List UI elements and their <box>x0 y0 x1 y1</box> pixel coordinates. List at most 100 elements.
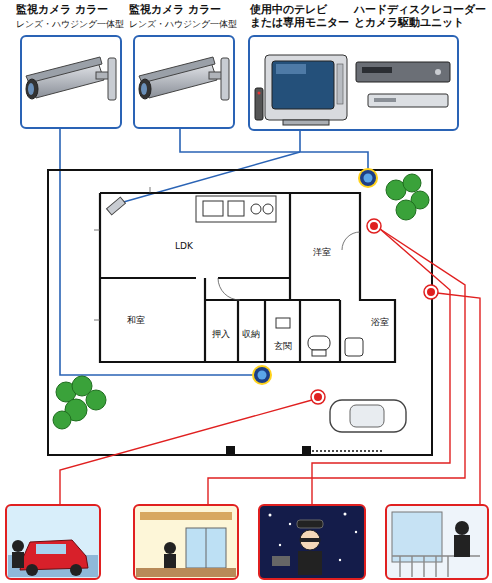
box-frame <box>20 35 122 129</box>
drawing-part <box>276 318 290 328</box>
drawing-part <box>356 62 450 82</box>
room-label: 和室 <box>127 315 145 326</box>
drawing-part <box>12 540 24 552</box>
drawing-part <box>26 57 116 100</box>
drawing-part <box>392 512 442 562</box>
drawing-part <box>330 400 406 432</box>
drawing-part <box>368 94 448 107</box>
drawing-part <box>60 128 254 375</box>
drawing-part <box>435 69 441 75</box>
drawing-part <box>339 300 341 362</box>
drawing-part <box>263 204 273 214</box>
drawing-group <box>60 229 480 505</box>
drawing-part <box>308 336 330 350</box>
drawing-part <box>339 559 341 561</box>
drawing-part <box>337 64 343 104</box>
drawing-part <box>252 365 272 385</box>
drawing-part <box>86 390 106 410</box>
drawing-part <box>150 187 151 193</box>
drawing-part <box>358 168 378 188</box>
drawing-part <box>300 538 320 542</box>
drawing-group <box>311 219 438 404</box>
box-heading: 監視カメラ カラー <box>129 3 247 16</box>
drawing-part <box>435 556 436 577</box>
drawing-group <box>53 174 429 429</box>
drawing-part <box>258 92 261 95</box>
drawing-part <box>360 170 376 186</box>
drawing-part <box>299 300 301 362</box>
box-subheading: ハードディスクレコーダー とカメラ駆動ユニット <box>354 3 488 29</box>
drawing-part <box>255 88 263 120</box>
drawing-part <box>107 197 126 215</box>
drawing-part <box>362 67 392 73</box>
drawing-group <box>252 168 378 385</box>
drawing-part <box>48 170 432 455</box>
room-label: LDK <box>175 241 193 252</box>
drawing-part <box>180 128 368 170</box>
drawing-part <box>314 393 322 401</box>
drawing-part <box>364 174 373 183</box>
box-frame <box>248 35 459 131</box>
drawing-part <box>423 556 424 577</box>
drawing-group <box>196 196 276 222</box>
drawing-part <box>272 556 290 566</box>
drawing-part <box>100 193 395 362</box>
drawing-part <box>196 196 276 222</box>
drawing-part <box>300 530 320 550</box>
drawing-part <box>302 446 311 455</box>
drawing-part <box>164 554 176 568</box>
drawing-part <box>312 229 450 505</box>
drawing-part <box>424 285 438 299</box>
drawing-part <box>411 556 412 577</box>
box-heading: 使用中のテレビ または専用モニター <box>250 3 354 29</box>
drawing-group <box>392 556 480 577</box>
drawing-part <box>447 556 448 577</box>
drawing-part <box>455 521 469 535</box>
drawing-part <box>204 278 206 362</box>
drawing-part <box>164 542 176 554</box>
drawing-part <box>289 193 291 300</box>
box-subheading: レンズ・ハウジング一体型 <box>129 19 247 30</box>
box-heading: 監視カメラ カラー <box>16 3 134 16</box>
drawing-part <box>120 152 300 203</box>
drawing-part <box>283 120 329 125</box>
drawing-part <box>355 531 357 533</box>
drawing-part <box>300 299 340 301</box>
drawing-part <box>276 64 306 74</box>
drawing-part <box>53 411 71 429</box>
drawing-group <box>94 187 360 320</box>
drawing-part <box>139 57 229 100</box>
room-label: 収納 <box>242 329 260 340</box>
drawing-part <box>94 230 100 231</box>
drawing-part <box>311 390 325 404</box>
drawing-part <box>226 446 235 455</box>
drawing-part <box>272 61 334 109</box>
drawing-part <box>367 219 381 233</box>
drawing-part <box>218 278 240 300</box>
drawing-part <box>399 556 400 577</box>
drawing-group <box>6 505 488 579</box>
drawing-part <box>437 293 480 505</box>
room-label: 押入 <box>212 329 230 340</box>
drawing-part <box>6 505 100 579</box>
drawing-part <box>312 350 326 356</box>
drawing-part <box>312 450 382 451</box>
drawing-part <box>206 528 207 568</box>
drawing-part <box>186 528 226 568</box>
room-label: 洋室 <box>313 247 331 258</box>
drawing-part <box>350 405 384 427</box>
drawing-part <box>454 535 470 557</box>
drawing-part <box>258 371 267 380</box>
drawing-part <box>374 98 396 102</box>
drawing-part <box>299 130 301 152</box>
drawing-part <box>254 367 270 383</box>
drawing-part <box>237 300 239 362</box>
drawing-part <box>265 55 347 120</box>
drawing-part <box>427 288 435 296</box>
box-subheading: レンズ・ハウジング一体型 <box>16 19 134 30</box>
drawing-part <box>396 200 416 220</box>
drawing-part <box>94 320 100 321</box>
drawing-part <box>264 300 266 362</box>
